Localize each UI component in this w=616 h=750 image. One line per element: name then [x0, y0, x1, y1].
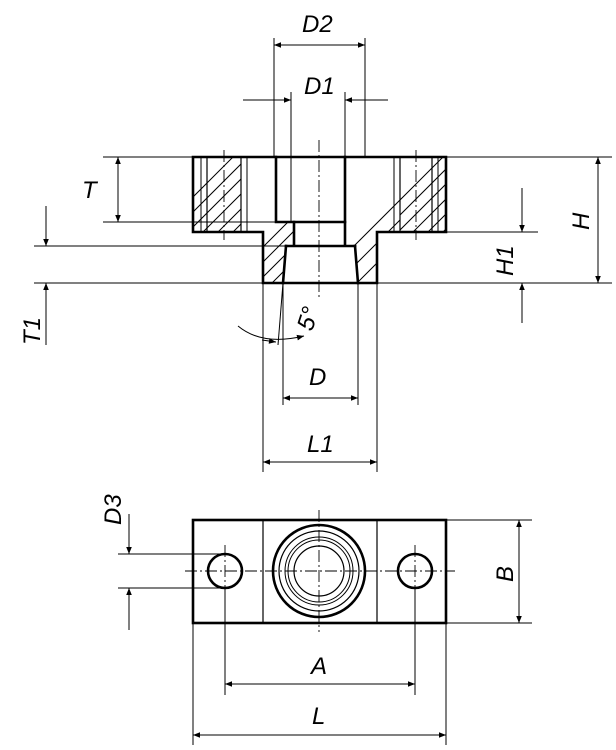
counterbore [274, 155, 347, 224]
dim-label-h1: H1 [492, 245, 519, 276]
dimensions-plan: D3 B A L [100, 494, 532, 745]
dim-label-d1: D1 [304, 73, 335, 100]
dim-label-angle: 5° [292, 303, 325, 334]
dimensions-section: D2 D1 T H H1 T1 5° D [19, 11, 612, 472]
dim-label-b: B [492, 566, 519, 582]
dim-label-l1: L1 [307, 431, 334, 458]
dim-label-h: H [568, 212, 595, 230]
left-mounting-hole [206, 157, 242, 232]
plan-outline [191, 518, 448, 625]
dim-label-d2: D2 [302, 11, 333, 38]
dim-label-t1: T1 [19, 317, 46, 345]
part-outline [191, 155, 448, 285]
boss-edges [262, 520, 378, 623]
section-view [191, 140, 448, 300]
section-hatching [193, 157, 446, 283]
dim-label-a: A [309, 653, 327, 680]
bore [284, 220, 357, 248]
dim-label-d: D [309, 364, 326, 391]
dim-label-l: L [312, 703, 325, 730]
thread-lines [200, 157, 439, 232]
dim-label-t: T [82, 177, 99, 204]
tapered-bore [281, 244, 360, 285]
right-mounting-hole [399, 157, 433, 232]
dim-label-d3: D3 [100, 494, 127, 525]
